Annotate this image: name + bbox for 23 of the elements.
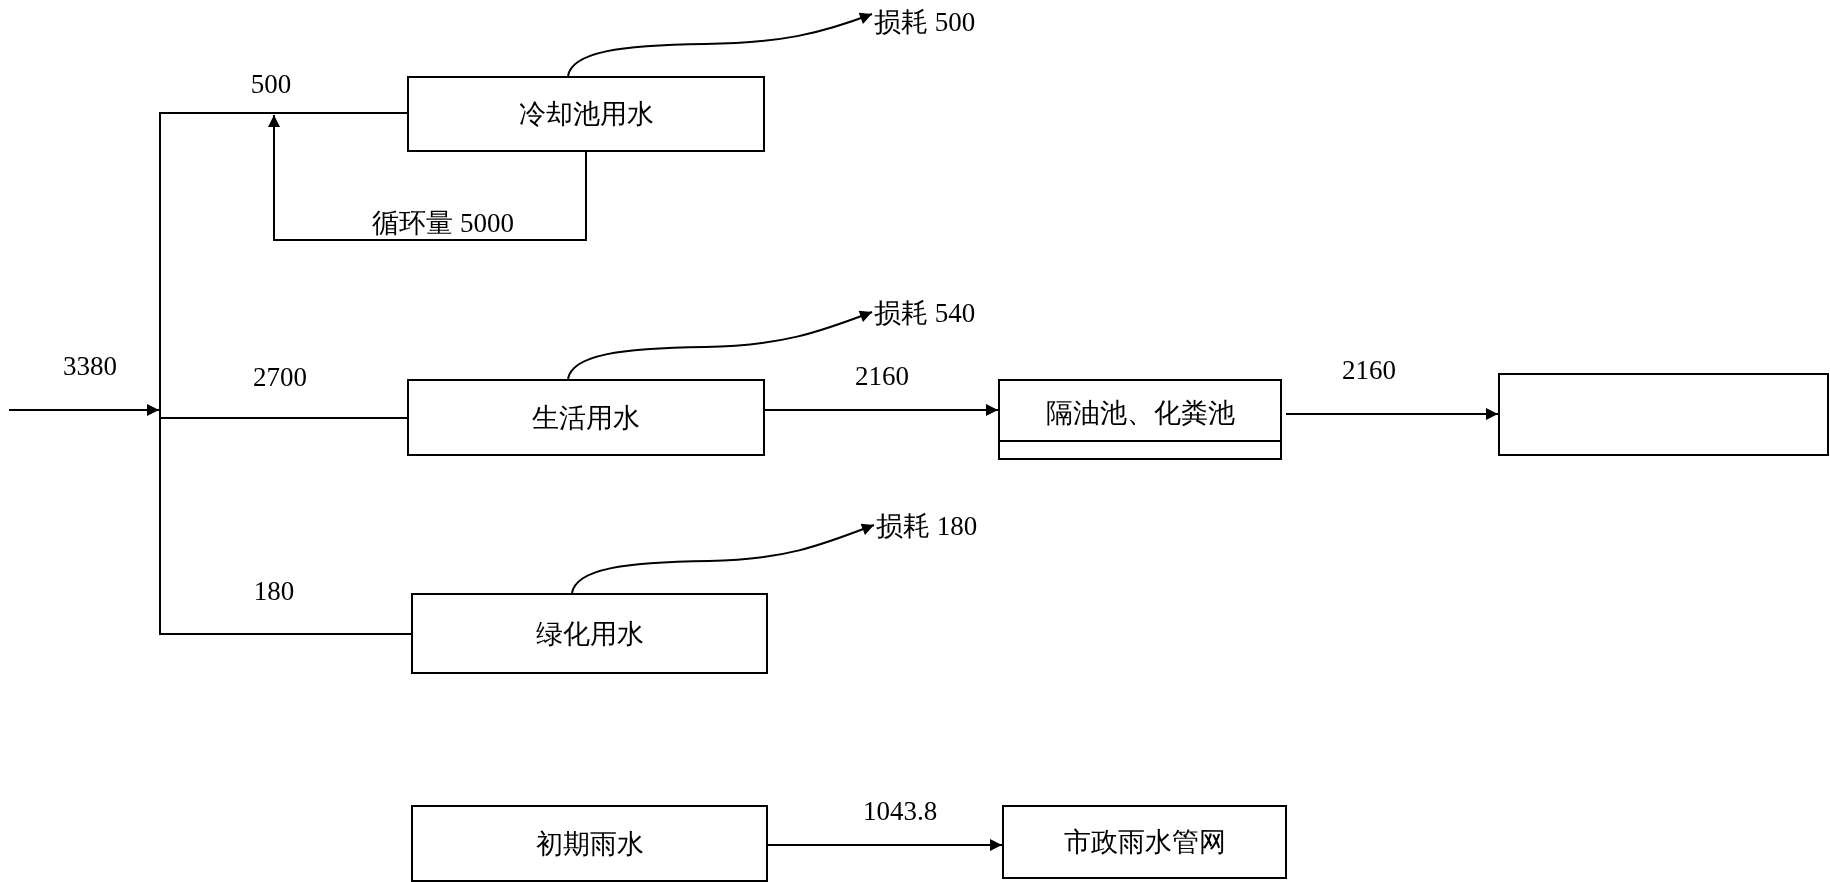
connector-line	[160, 633, 412, 635]
process-box: 初期雨水	[411, 805, 768, 882]
process-box: 绿化用水	[411, 593, 768, 674]
arrow	[567, 12, 873, 77]
trunk-line	[159, 112, 161, 635]
process-box: 生活用水	[407, 379, 765, 456]
arrow	[567, 310, 873, 380]
loss-label: 损耗 180	[876, 511, 978, 541]
arrow	[571, 523, 875, 594]
arrow	[8, 404, 160, 416]
arrow	[767, 839, 1003, 851]
process-box: 隔油池、化粪池	[998, 379, 1282, 460]
loss-label: 损耗 540	[874, 298, 976, 328]
arrow	[764, 404, 999, 416]
loss-label: 损耗 500	[874, 7, 976, 37]
process-box: 冷却池用水	[407, 76, 765, 152]
arrow	[1285, 408, 1499, 420]
edge-label: 循环量 5000	[370, 208, 516, 238]
arrow	[268, 114, 587, 241]
connector-line	[160, 112, 408, 114]
process-box	[1498, 373, 1829, 456]
process-box: 市政雨水管网	[1002, 805, 1287, 879]
connector-line	[160, 417, 408, 419]
